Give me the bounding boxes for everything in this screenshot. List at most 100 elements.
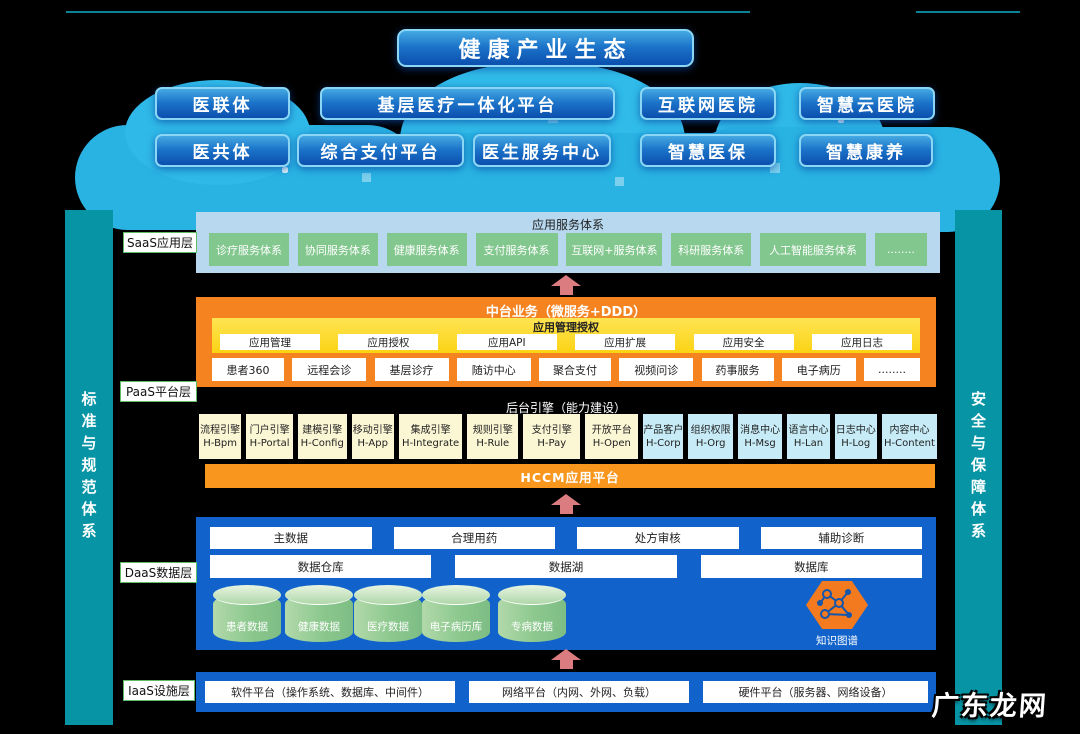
business-item: 视频问诊 xyxy=(619,358,694,381)
business-item: 聚合支付 xyxy=(539,358,611,381)
standards-pillar-label: 标准与规范体系 xyxy=(79,390,98,545)
database-cylinder-icon: 健康数据 xyxy=(285,585,353,642)
button-yigongti: 医共体 xyxy=(155,134,290,167)
button-smart-cloud-hospital: 智慧云医院 xyxy=(799,87,935,120)
daas-storage-row: 数据仓库 数据湖 数据库 xyxy=(210,555,922,578)
iaas-hardware-platform: 硬件平台（服务器、网络设备） xyxy=(703,681,928,703)
auth-item: 应用日志 xyxy=(811,334,912,350)
saas-panel-title: 应用服务体系 xyxy=(531,218,604,232)
paas-midoffice-panel: 中台业务（微服务+DDD） 应用管理授权 应用管理 应用授权 应用API 应用扩… xyxy=(196,297,936,387)
saas-item: 健康服务体系 xyxy=(386,233,467,266)
business-item: 药事服务 xyxy=(701,358,774,381)
daas-service: 处方审核 xyxy=(577,527,739,549)
saas-item: 诊疗服务体系 xyxy=(209,233,289,266)
button-payment-platform: 综合支付平台 xyxy=(297,134,464,167)
business-item-more: ........ xyxy=(864,358,920,381)
security-pillar-label: 安全与保障体系 xyxy=(969,390,987,545)
daas-service: 辅助诊断 xyxy=(760,527,922,549)
watermark: 广东龙网 xyxy=(930,691,1049,722)
business-items: 患者360 远程会诊 基层诊疗 随访中心 聚合支付 视频问诊 药事服务 电子病历… xyxy=(212,358,920,381)
app-auth-items: 应用管理 应用授权 应用API 应用扩展 应用安全 应用日志 xyxy=(220,334,912,350)
app-auth-title: 应用管理授权 xyxy=(533,321,599,334)
business-item: 患者360 xyxy=(212,358,284,381)
layer-label-daas: DaaS数据层 xyxy=(120,562,197,583)
top-divider-left xyxy=(66,11,750,13)
saas-items: 诊疗服务体系 协同服务体系 健康服务体系 支付服务体系 互联网+服务体系 科研服… xyxy=(209,233,927,266)
iaas-network-platform: 网络平台（内网、外网、负载） xyxy=(469,681,689,703)
button-jiceng-yiliao-platform: 基层医疗一体化平台 xyxy=(320,87,615,120)
daas-storage: 数据库 xyxy=(700,555,922,578)
midoffice-title: 中台业务（微服务+DDD） xyxy=(485,305,647,320)
layer-label-paas: PaaS平台层 xyxy=(120,381,197,402)
up-arrow-icon xyxy=(551,649,581,669)
saas-item: 支付服务体系 xyxy=(475,233,558,266)
knowledge-graph-label: 知识图谱 xyxy=(816,635,858,647)
button-yilianti: 医联体 xyxy=(155,87,290,120)
layer-label-iaas: IaaS设施层 xyxy=(123,680,195,701)
database-cylinder-icon: 电子病历库 xyxy=(422,585,490,642)
saas-item: 协同服务体系 xyxy=(297,233,378,266)
auth-item: 应用安全 xyxy=(693,334,794,350)
database-cylinder-icon: 专病数据 xyxy=(498,585,566,642)
button-smart-wellness: 智慧康养 xyxy=(799,134,933,167)
top-divider-right xyxy=(916,11,1020,13)
button-doctor-service-center: 医生服务中心 xyxy=(473,134,611,167)
hccm-platform-bar: HCCM应用平台 xyxy=(205,464,935,488)
business-item: 电子病历 xyxy=(781,358,856,381)
ecosystem-title-button: 健康产业生态 xyxy=(397,29,694,67)
database-cylinder-icon: 患者数据 xyxy=(213,585,281,642)
circuit-chip xyxy=(362,173,371,182)
business-item: 随访中心 xyxy=(456,358,531,381)
circuit-chip xyxy=(615,177,624,186)
engine-section-title: 后台引擎（能力建设） xyxy=(505,401,626,415)
daas-storage: 数据仓库 xyxy=(210,555,432,578)
daas-storage: 数据湖 xyxy=(455,555,677,578)
saas-panel: 应用服务体系 诊疗服务体系 协同服务体系 健康服务体系 支付服务体系 互联网+服… xyxy=(196,212,940,273)
auth-item: 应用扩展 xyxy=(575,334,676,350)
saas-item: 科研服务体系 xyxy=(671,233,752,266)
iaas-software-platform: 软件平台（操作系统、数据库、中间件） xyxy=(205,681,455,703)
knowledge-graph-icon xyxy=(806,581,868,629)
auth-item: 应用API xyxy=(456,334,557,350)
knowledge-graph: 知识图谱 xyxy=(806,581,868,648)
circuit-dot xyxy=(838,117,844,123)
business-item: 远程会诊 xyxy=(292,358,367,381)
iaas-panel: 软件平台（操作系统、数据库、中间件） 网络平台（内网、外网、负载） 硬件平台（服… xyxy=(196,672,936,712)
auth-item: 应用授权 xyxy=(338,334,439,350)
button-smart-medical-insurance: 智慧医保 xyxy=(640,134,776,167)
daas-service-row: 主数据 合理用药 处方审核 辅助诊断 xyxy=(210,527,922,549)
daas-panel: 主数据 合理用药 处方审核 辅助诊断 数据仓库 数据湖 数据库 患者数据 健康数… xyxy=(196,517,936,650)
cloud-backdrop xyxy=(70,55,1000,233)
layer-label-saas: SaaS应用层 xyxy=(123,232,197,253)
up-arrow-icon xyxy=(551,275,581,295)
circuit-chip xyxy=(770,163,780,173)
security-pillar: 安全与保障体系 xyxy=(955,210,1002,725)
button-internet-hospital: 互联网医院 xyxy=(640,87,776,120)
saas-item-more: ........ xyxy=(874,233,927,266)
daas-service: 合理用药 xyxy=(393,527,555,549)
saas-item: 互联网+服务体系 xyxy=(566,233,663,266)
iaas-items: 软件平台（操作系统、数据库、中间件） 网络平台（内网、外网、负载） 硬件平台（服… xyxy=(205,681,928,703)
daas-service: 主数据 xyxy=(210,527,372,549)
up-arrow-icon xyxy=(551,494,581,514)
business-item: 基层诊疗 xyxy=(374,358,449,381)
database-cylinder-icon: 医疗数据 xyxy=(354,585,422,642)
app-auth-panel: 应用管理授权 应用管理 应用授权 应用API 应用扩展 应用安全 应用日志 xyxy=(212,318,920,353)
circuit-dot xyxy=(282,167,288,173)
